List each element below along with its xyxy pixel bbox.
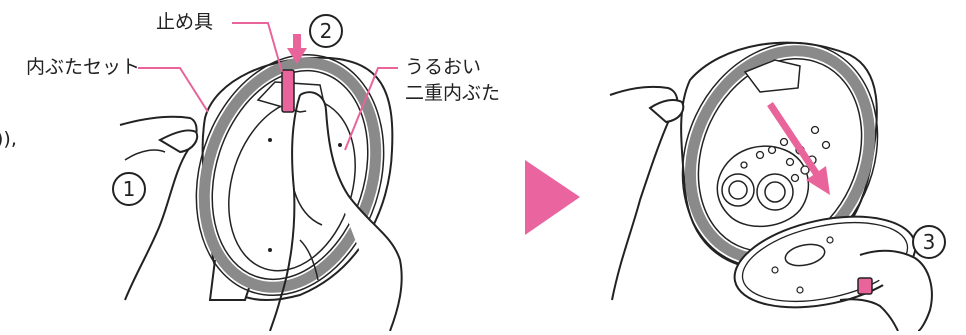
step-number-2: 2 (309, 14, 343, 48)
label-cut-text: )), (0, 128, 17, 150)
label-uruoi-line1: うるおい (405, 56, 482, 78)
label-inner-lid-set: 内ぶたセット (26, 56, 141, 78)
step-number-3: 3 (912, 225, 946, 259)
label-stopper: 止め具 (156, 11, 214, 33)
next-step-triangle (525, 160, 580, 235)
left-lid-illustration (119, 22, 403, 332)
step-number-1: 1 (112, 172, 146, 206)
right-lid-illustration (609, 41, 933, 332)
label-uruoi-line2: 二重内ぶた (405, 82, 501, 104)
